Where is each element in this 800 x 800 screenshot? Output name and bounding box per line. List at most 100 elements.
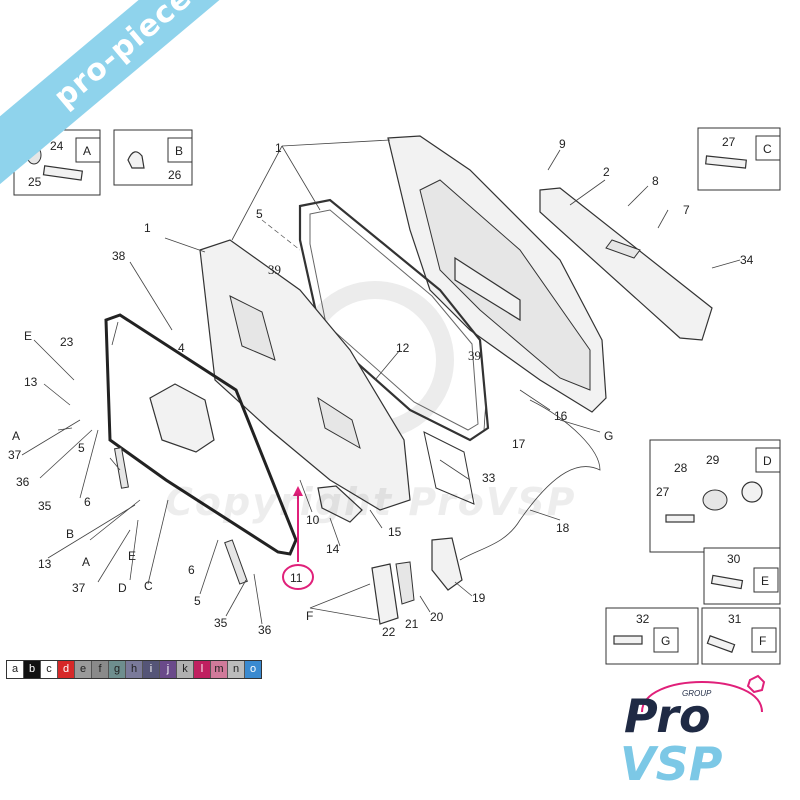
leader-lines xyxy=(21,139,741,625)
label-10: 10 xyxy=(306,513,320,527)
part-1-outer-tailgate xyxy=(387,135,607,413)
part-18-cable xyxy=(459,399,601,561)
part-14-handle xyxy=(317,485,363,523)
highlight-part-11: 11 xyxy=(282,486,314,590)
label-15: 15 xyxy=(388,525,402,539)
color-swatch-h: h xyxy=(126,661,143,678)
detail-box-b: B 26 xyxy=(113,129,193,186)
label-13-bottom: 13 xyxy=(38,557,52,571)
label-21: 21 xyxy=(405,617,419,631)
color-swatch-n: n xyxy=(228,661,245,678)
part-15-inner-panel xyxy=(199,239,411,511)
color-swatch-m: m xyxy=(211,661,228,678)
detail-box-g: G 32 xyxy=(605,607,699,665)
label-13-top: 13 xyxy=(24,375,38,389)
label-17: 17 xyxy=(512,437,526,451)
logo-pro-text: Pro xyxy=(624,689,711,743)
box-letter-c: C xyxy=(763,142,772,156)
detail-box-e: E 30 xyxy=(703,547,781,605)
label-27-c: 27 xyxy=(722,135,736,149)
box-letter-g: G xyxy=(661,634,670,648)
part-6-strut-left xyxy=(113,447,129,489)
label-36-bottom: 36 xyxy=(258,623,272,637)
label-35-left: 35 xyxy=(38,499,52,513)
color-swatch-l: l xyxy=(194,661,211,678)
label-6-left: 6 xyxy=(84,495,91,509)
label-c: C xyxy=(144,579,153,593)
label-34: 34 xyxy=(740,253,754,267)
label-25: 25 xyxy=(28,175,42,189)
label-1: 1 xyxy=(275,141,282,155)
detail-box-f: F 31 xyxy=(701,607,781,665)
label-24: 24 xyxy=(50,139,64,153)
label-5-top: 5 xyxy=(256,207,263,221)
label-f: F xyxy=(306,609,313,623)
color-swatch-e: e xyxy=(75,661,92,678)
label-37-bottom: 37 xyxy=(72,581,86,595)
part-4-motor xyxy=(149,383,215,453)
logo-vsp-text: VSP xyxy=(620,737,723,791)
label-e-top: E xyxy=(24,329,32,343)
label-16: 16 xyxy=(554,409,568,423)
part-23-seal xyxy=(104,313,298,556)
label-5-left: 5 xyxy=(78,441,85,455)
label-18: 18 xyxy=(556,521,570,535)
label-32: 32 xyxy=(636,612,650,626)
label-8: 8 xyxy=(652,174,659,188)
label-14: 14 xyxy=(326,542,340,556)
label-39-right: 39 xyxy=(468,348,481,363)
provsp-logo[interactable]: GROUP Pro VSP xyxy=(612,672,792,792)
label-2: 2 xyxy=(603,165,610,179)
part-22-switch xyxy=(371,563,399,625)
part-19-lock xyxy=(431,537,463,591)
label-20: 20 xyxy=(430,610,444,624)
label-31: 31 xyxy=(728,612,742,626)
label-27-d: 27 xyxy=(656,485,670,499)
logo-hexagon-icon xyxy=(746,674,766,694)
color-swatch-d: d xyxy=(58,661,75,678)
label-d: D xyxy=(118,581,127,595)
box-letter-d: D xyxy=(763,454,772,468)
part-6-strut-right xyxy=(224,539,248,585)
label-4: 4 xyxy=(178,341,185,355)
logo-group-text: GROUP xyxy=(682,689,712,698)
label-22: 22 xyxy=(382,625,396,639)
label-6-bottom: 6 xyxy=(188,563,195,577)
label-37-left: 37 xyxy=(8,448,22,462)
label-11-highlighted: 11 xyxy=(290,571,303,585)
part-2-spoiler xyxy=(539,187,713,341)
detail-box-c: C 27 xyxy=(697,127,781,191)
color-swatch-j: j xyxy=(160,661,177,678)
box-letter-b: B xyxy=(175,144,183,158)
color-swatch-a: a xyxy=(7,661,24,678)
part-12-window-frame xyxy=(298,198,490,442)
color-swatch-g: g xyxy=(109,661,126,678)
label-5-bottom: 5 xyxy=(194,594,201,608)
label-38: 38 xyxy=(112,249,126,263)
color-swatch-c: c xyxy=(41,661,58,678)
color-code-strip: a b c d e f g h i j k l m n o xyxy=(6,660,262,679)
label-33: 33 xyxy=(482,471,496,485)
label-g: G xyxy=(604,429,613,443)
label-9: 9 xyxy=(559,137,566,151)
label-19: 19 xyxy=(472,591,486,605)
box-letter-a: A xyxy=(83,144,91,158)
label-12-top: 1 xyxy=(144,221,151,235)
label-a-bottom: A xyxy=(82,555,90,569)
label-e-bottom: E xyxy=(128,549,136,563)
label-12: 12 xyxy=(396,341,410,355)
color-swatch-b: b xyxy=(24,661,41,678)
box-letter-f: F xyxy=(759,634,766,648)
box-letter-e: E xyxy=(761,574,769,588)
color-swatch-k: k xyxy=(177,661,194,678)
label-7: 7 xyxy=(683,203,690,217)
label-28: 28 xyxy=(674,461,688,475)
label-b: B xyxy=(66,527,74,541)
detail-box-d: D 28 29 27 xyxy=(649,439,781,553)
color-swatch-o: o xyxy=(245,661,261,678)
label-35-bottom: 35 xyxy=(214,616,228,630)
logo-car-outline xyxy=(641,680,763,713)
color-swatch-f: f xyxy=(92,661,109,678)
label-a-left: A xyxy=(12,429,20,443)
